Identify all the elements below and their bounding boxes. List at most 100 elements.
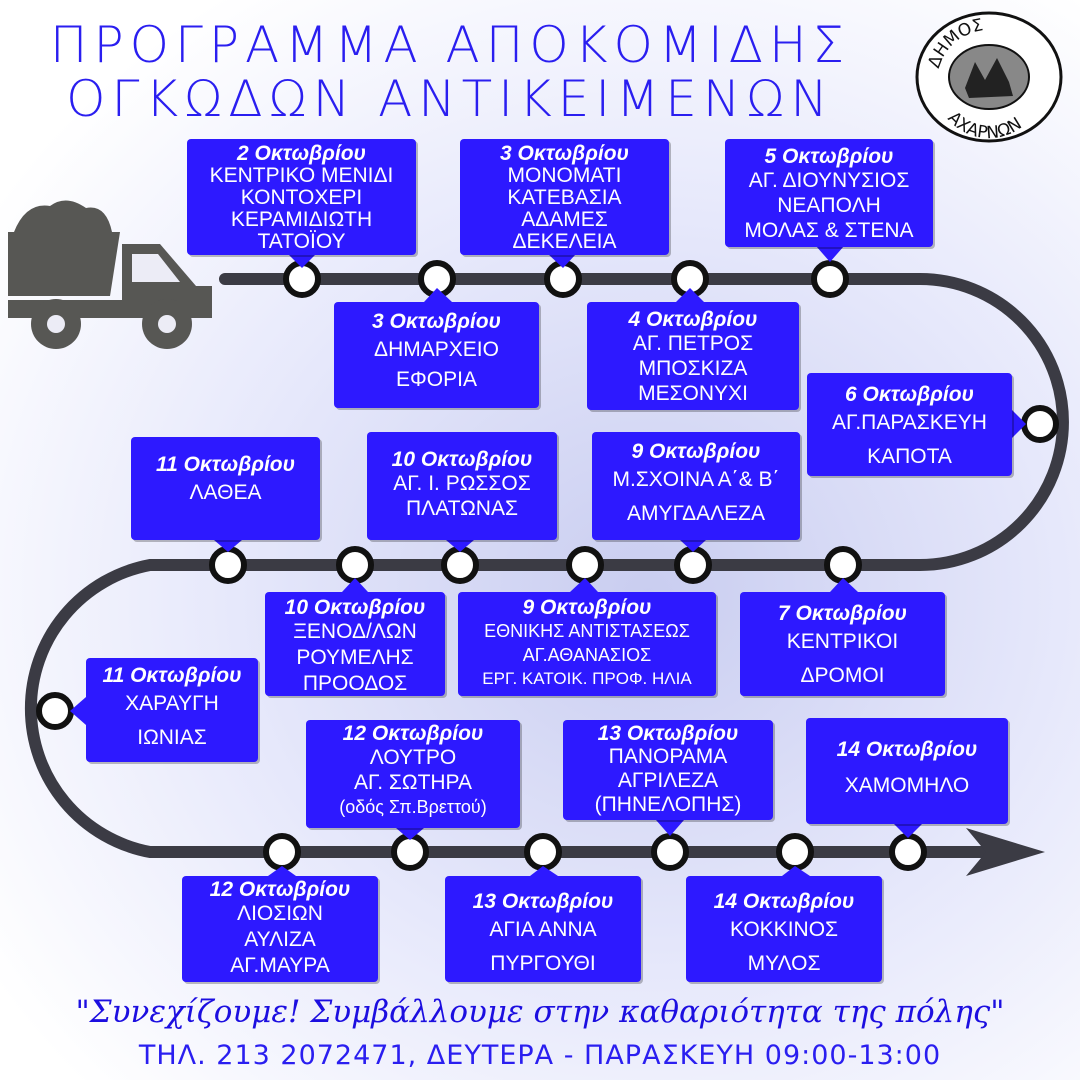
stop-area: ΧΑΡΑΥΓΗ	[125, 692, 219, 715]
stop-card-oct2: 2 Οκτωβρίου ΚΕΝΤΡΙΚΟ ΜΕΝΙΔΙ ΚΟΝΤΟΧΕΡΙ ΚΕ…	[187, 139, 416, 255]
stop-card-oct11-a: 11 Οκτωβρίου ΛΑΘΕΑ	[131, 437, 320, 540]
stop-area: ΚΕΝΤΡΙΚΟΙ	[786, 630, 899, 653]
stop-marker	[674, 546, 712, 584]
stop-area: ΑΓ.ΜΑΥΡΑ	[230, 954, 330, 977]
stop-marker	[1021, 405, 1059, 443]
route-arrowhead	[966, 828, 1045, 876]
stop-area: ΑΓ. ΠΕΤΡΟΣ	[632, 332, 754, 355]
stop-area: ΚΟΝΤΟΧΕΡΙ	[240, 186, 363, 209]
stop-date: 12 Οκτωβρίου	[209, 878, 351, 901]
stop-area: (ΠΗΝΕΛΟΠΗΣ)	[594, 793, 742, 816]
stop-marker	[524, 833, 562, 871]
stop-area: ΑΓ.ΑΘΑΝΑΣΙΟΣ	[522, 645, 652, 665]
stop-marker	[336, 546, 374, 584]
stop-card-oct11-b: 11 Οκτωβρίου ΧΑΡΑΥΓΗ ΙΩΝΙΑΣ	[86, 658, 258, 762]
stop-area: ΠΡΟΟΔΟΣ	[302, 672, 408, 695]
stop-card-oct3-b: 3 Οκτωβρίου ΜΟΝΟΜΑΤΙ ΚΑΤΕΒΑΣΙΑ ΑΔΑΜΕΣ ΔΕ…	[460, 139, 669, 255]
stop-area: ΤΑΤΟΪΟΥ	[257, 230, 346, 253]
stop-card-oct9-b: 9 Οκτωβρίου ΕΘΝΙΚΗΣ ΑΝΤΙΣΤΑΣΕΩΣ ΑΓ.ΑΘΑΝΑ…	[458, 592, 716, 696]
stop-marker	[209, 546, 247, 584]
stop-area: ΑΓ.ΠΑΡΑΣΚΕΥΗ	[832, 411, 987, 434]
stop-area: ΛΑΘΕΑ	[189, 481, 262, 504]
stop-marker	[391, 833, 429, 871]
stop-area: ΔΡΟΜΟΙ	[800, 664, 885, 687]
stop-area: ΑΓ. ΣΩΤΗΡΑ	[353, 771, 473, 794]
stop-card-oct10-a: 10 Οκτωβρίου ΑΓ. Ι. ΡΩΣΣΟΣ ΠΛΑΤΩΝΑΣ	[367, 432, 557, 540]
stop-area: ΝΕΑΠΟΛΗ	[777, 194, 881, 217]
title-line-2: ΟΓΚΩΔΩΝ ΑΝΤΙΚΕΙΜΕΝΩΝ	[66, 70, 834, 128]
stop-area: ΕΦΟΡΙΑ	[396, 368, 477, 391]
stop-area: ΙΩΝΙΑΣ	[137, 726, 207, 749]
stop-area: ΕΡΓ. ΚΑΤΟΙΚ. ΠΡΟΦ. ΗΛΙΑ	[482, 669, 692, 688]
stop-marker	[776, 833, 814, 871]
stop-date: 10 Οκτωβρίου	[284, 596, 426, 619]
stop-marker	[889, 833, 927, 871]
stop-marker	[824, 546, 862, 584]
stop-date: 6 Οκτωβρίου	[845, 383, 974, 406]
stop-card-oct12-b: 12 Οκτωβρίου ΛΙΟΣΙΩΝ ΑΥΛΙΖΑ ΑΓ.ΜΑΥΡΑ	[182, 876, 378, 982]
stop-marker	[651, 833, 689, 871]
stop-area: ΜΠΟΣΚΙΖΑ	[638, 357, 748, 380]
stop-date: 10 Οκτωβρίου	[391, 448, 533, 471]
stop-marker	[811, 260, 849, 298]
stop-date: 14 Οκτωβρίου	[836, 738, 978, 761]
stop-area: ΚΕΡΑΜΙΔΙΩΤΗ	[230, 208, 373, 231]
stop-area: ΑΜΥΓΔΑΛΕΖΑ	[626, 502, 766, 525]
stop-area: ΚΑΠΟΤΑ	[867, 445, 952, 468]
municipality-seal-logo: ΔΗΜΟΣ ΑΧΑΡΝΩΝ	[915, 11, 1063, 143]
stop-area: (οδός Σπ.Βρεττού)	[339, 797, 487, 817]
title-line-1: ΠΡΟΓΡΑΜΜΑ ΑΠΟΚΟΜΙΔΗΣ	[49, 16, 851, 74]
stop-card-oct14-b: 14 Οκτωβρίου ΚΟΚΚΙΝΟΣ ΜΥΛΟΣ	[686, 876, 882, 982]
stop-marker	[36, 692, 74, 730]
stop-area: ΜΕΣΟΝΥΧΙ	[638, 382, 748, 405]
stop-date: 3 Οκτωβρίου	[500, 142, 629, 165]
stop-area: ΔΗΜΑΡΧΕΙΟ	[374, 338, 499, 361]
stop-date: 14 Οκτωβρίου	[713, 890, 855, 913]
stop-area: ΕΘΝΙΚΗΣ ΑΝΤΙΣΤΑΣΕΩΣ	[484, 621, 690, 641]
stop-area: ΜΥΛΟΣ	[747, 952, 821, 975]
stop-date: 12 Οκτωβρίου	[342, 722, 484, 745]
stop-date: 4 Οκτωβρίου	[628, 308, 758, 331]
stop-area: ΚΑΤΕΒΑΣΙΑ	[507, 186, 622, 209]
stop-marker	[263, 833, 301, 871]
stop-area: ΑΓΡΙΛΕΖΑ	[617, 769, 719, 792]
slogan: "Συνεχίζουμε! Συμβάλλουμε στην καθαριότη…	[75, 994, 1005, 1030]
route-line	[24, 273, 1069, 858]
stop-area: Μ.ΣΧΟΙΝΑ Α΄& Β΄	[612, 468, 780, 491]
stop-area: ΠΥΡΓΟΥΘΙ	[490, 952, 596, 975]
stop-date: 9 Οκτωβρίου	[631, 440, 761, 463]
stop-card-oct10-b: 10 Οκτωβρίου ΞΕΝΟΔ/ΛΩΝ ΡΟΥΜΕΛΗΣ ΠΡΟΟΔΟΣ	[265, 592, 445, 696]
stop-card-oct7: 7 Οκτωβρίου ΚΕΝΤΡΙΚΟΙ ΔΡΟΜΟΙ	[740, 592, 945, 696]
stop-area: ΔΕΚΕΛΕΙΑ	[512, 230, 617, 253]
stop-date: 5 Οκτωβρίου	[764, 145, 894, 168]
stop-date: 13 Οκτωβρίου	[597, 722, 739, 745]
stop-area: ΑΥΛΙΖΑ	[244, 928, 316, 951]
stop-marker	[441, 546, 479, 584]
stop-area: ΡΟΥΜΕΛΗΣ	[296, 646, 414, 669]
stop-date: 13 Οκτωβρίου	[472, 890, 614, 913]
dump-truck-icon	[8, 200, 212, 349]
stop-area: ΞΕΝΟΔ/ΛΩΝ	[293, 620, 417, 643]
stop-area: ΚΟΚΚΙΝΟΣ	[729, 918, 839, 941]
stop-date: 2 Οκτωβρίου	[237, 142, 366, 165]
stop-card-oct14-a: 14 Οκτωβρίου ΧΑΜΟΜΗΛΟ	[806, 718, 1008, 824]
stop-area: ΑΓ. ΔΙΟΥΝΥΣΙΟΣ	[748, 169, 910, 192]
stop-card-oct5: 5 Οκτωβρίου ΑΓ. ΔΙΟΥΝΥΣΙΟΣ ΝΕΑΠΟΛΗ ΜΟΛΑΣ…	[725, 139, 933, 247]
stop-card-oct13-b: 13 Οκτωβρίου ΑΓΙΑ ΑΝΝΑ ΠΥΡΓΟΥΘΙ	[445, 876, 641, 982]
stop-area: ΑΓΙΑ ΑΝΝΑ	[489, 918, 597, 941]
stop-area: ΑΓ. Ι. ΡΩΣΣΟΣ	[393, 472, 531, 495]
stop-date: 7 Οκτωβρίου	[778, 602, 907, 625]
stop-area: ΑΔΑΜΕΣ	[521, 208, 608, 231]
stop-card-oct12-a: 12 Οκτωβρίου ΛΟΥΤΡΟ ΑΓ. ΣΩΤΗΡΑ (οδός Σπ.…	[306, 720, 520, 828]
stop-date: 11 Οκτωβρίου	[155, 453, 296, 476]
stop-card-oct13-a: 13 Οκτωβρίου ΠΑΝΟΡΑΜΑ ΑΓΡΙΛΕΖΑ (ΠΗΝΕΛΟΠΗ…	[563, 720, 773, 820]
stop-area: ΜΟΝΟΜΑΤΙ	[507, 164, 622, 187]
stop-date: 9 Οκτωβρίου	[522, 596, 652, 619]
contact-phone-hours: ΤΗΛ. 213 2072471, ΔΕΥΤΕΡΑ - ΠΑΡΑΣΚΕΥΗ 09…	[138, 1040, 942, 1071]
stop-date: 3 Οκτωβρίου	[372, 310, 501, 333]
stop-card-oct6: 6 Οκτωβρίου ΑΓ.ΠΑΡΑΣΚΕΥΗ ΚΑΠΟΤΑ	[807, 373, 1012, 476]
stop-area: ΠΛΑΤΩΝΑΣ	[406, 497, 518, 520]
stop-area: ΛΟΥΤΡΟ	[369, 746, 457, 769]
stop-area: ΛΙΟΣΙΩΝ	[237, 902, 323, 925]
